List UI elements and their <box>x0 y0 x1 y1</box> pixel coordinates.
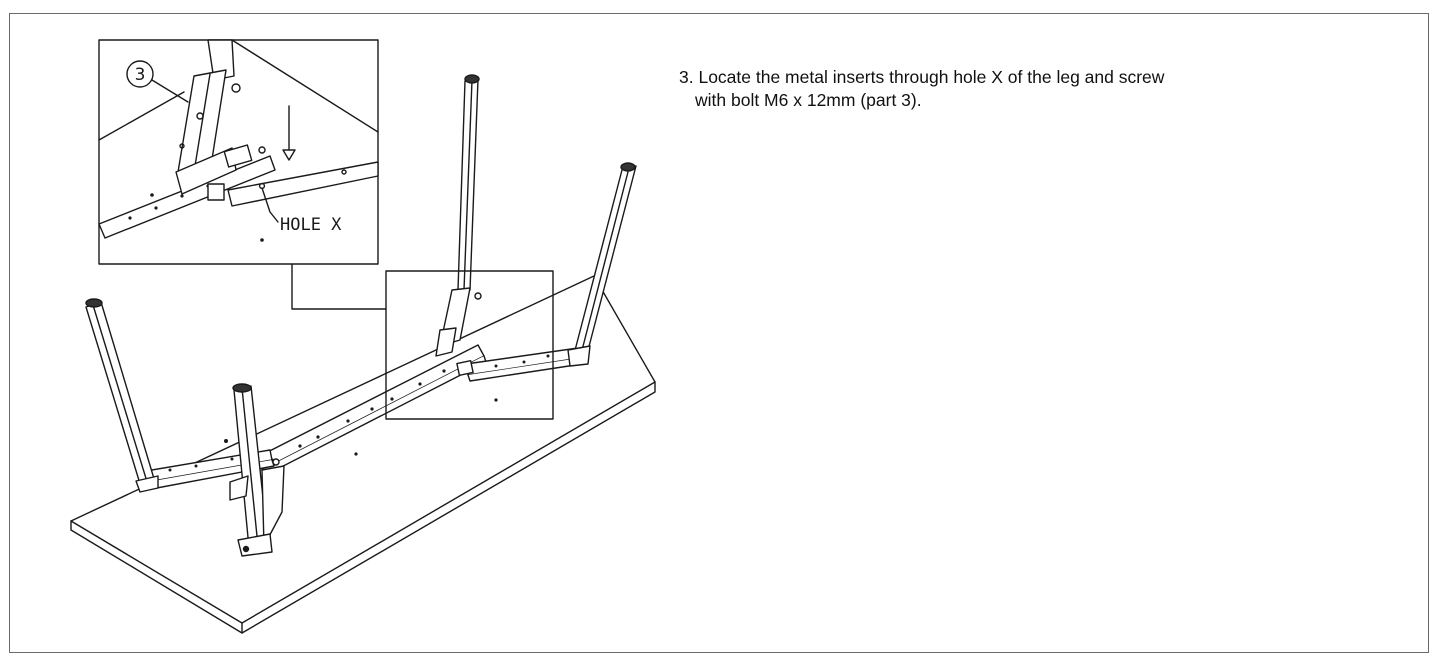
leg-back-right <box>567 162 637 367</box>
instruction-line-1: 3. Locate the metal inserts through hole… <box>679 67 1165 87</box>
detail-inset <box>98 39 379 265</box>
hole-x-label: HOLE X <box>280 215 342 235</box>
leg-left <box>85 298 159 493</box>
assembly-instruction: 3. Locate the metal inserts through hole… <box>679 66 1379 112</box>
leg-back-center <box>435 74 482 357</box>
instruction-line-2: with bolt M6 x 12mm (part 3). <box>695 90 922 110</box>
zoom-region-box <box>385 270 554 420</box>
part-number-label: 3 <box>135 65 146 85</box>
table-top <box>70 275 656 634</box>
leg-front <box>229 383 285 557</box>
part-callout-circle <box>126 60 154 88</box>
instruction-page-frame <box>9 13 1429 653</box>
zoom-leader-line <box>291 263 387 310</box>
